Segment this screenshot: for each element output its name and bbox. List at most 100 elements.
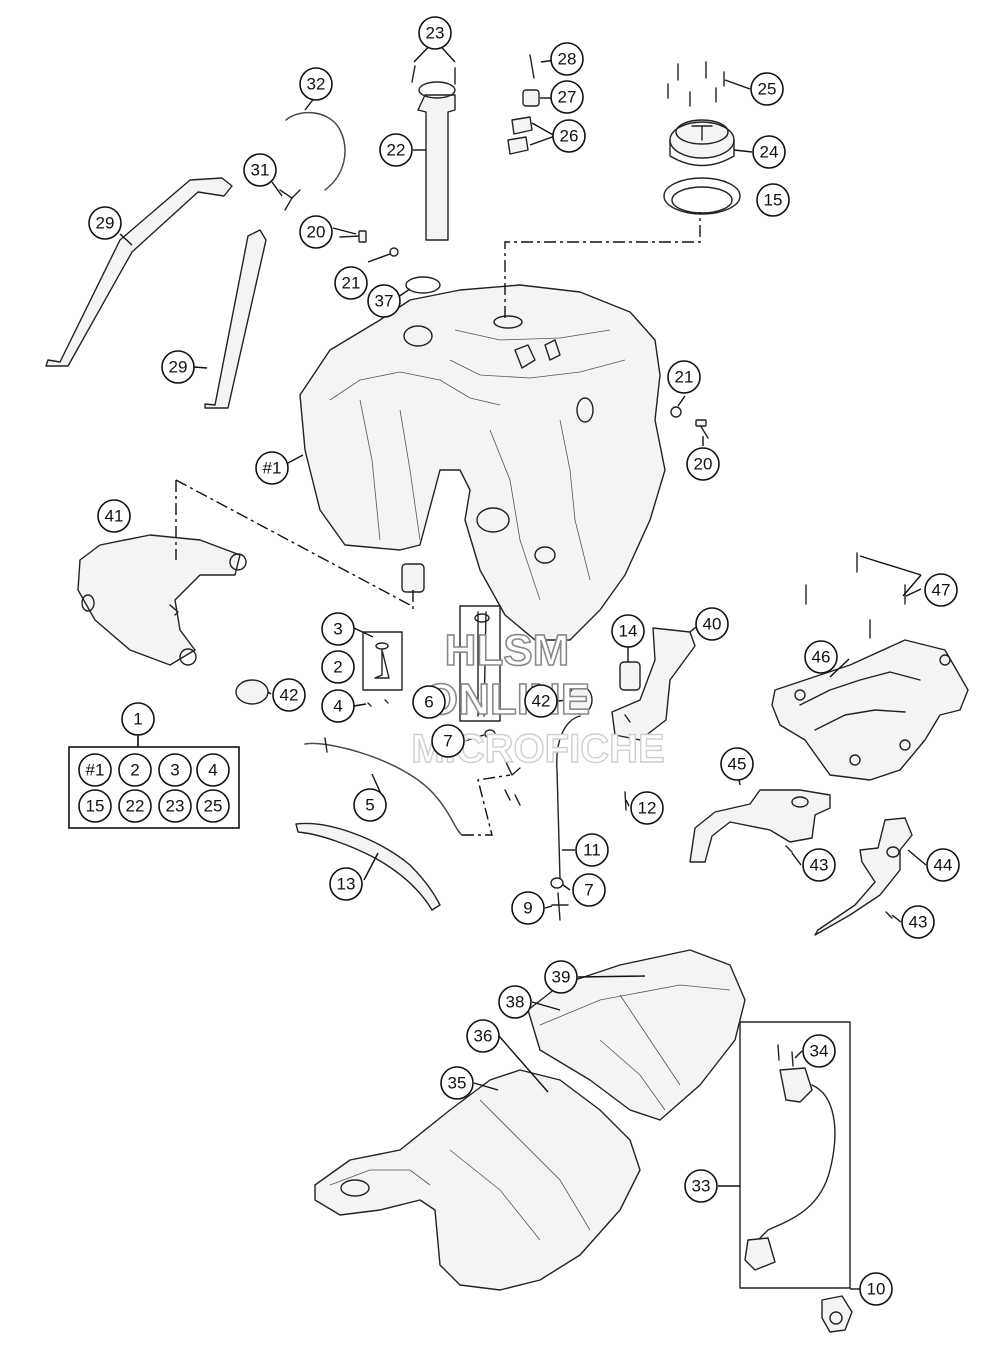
svg-text:29: 29 — [96, 214, 115, 233]
callout-21-left: 21 — [334, 266, 368, 300]
svg-text:22: 22 — [387, 141, 406, 160]
callout-6: 6 — [412, 685, 446, 719]
svg-text:23: 23 — [426, 24, 445, 43]
svg-text:36: 36 — [474, 1027, 493, 1046]
grab-handle-left — [689, 789, 831, 863]
svg-text:23: 23 — [166, 797, 185, 816]
callout-26: 26 — [552, 119, 586, 153]
callout-36: 36 — [466, 1019, 500, 1053]
svg-text:10: 10 — [867, 1280, 886, 1299]
svg-text:11: 11 — [583, 841, 601, 860]
kit-item: 2 — [118, 753, 152, 787]
kit-item: 22 — [118, 789, 152, 823]
svg-text:4: 4 — [333, 697, 342, 716]
svg-text:39: 39 — [552, 968, 571, 987]
svg-text:20: 20 — [307, 223, 326, 242]
fuel-sender-group — [362, 631, 403, 707]
callout-47: 47 — [924, 573, 958, 607]
svg-text:1: 1 — [133, 710, 142, 729]
svg-text:42: 42 — [532, 692, 551, 711]
side-trim-panel — [295, 822, 441, 911]
callout-14: 14 — [611, 614, 645, 648]
kit-item: 15 — [78, 789, 112, 823]
y-connector — [279, 189, 301, 211]
callout-38: 38 — [498, 985, 532, 1019]
filler-cap — [669, 119, 735, 167]
svg-text:7: 7 — [584, 881, 593, 900]
callout-33: 33 — [684, 1169, 718, 1203]
callout-45: 45 — [720, 747, 754, 781]
callout-2: 2 — [321, 650, 355, 684]
rider-seat — [314, 1069, 641, 1291]
seat-lock-assembly — [739, 1021, 851, 1289]
callout-44: 44 — [926, 848, 960, 882]
svg-text:41: 41 — [105, 507, 124, 526]
svg-text:46: 46 — [812, 648, 831, 667]
svg-text:31: 31 — [251, 161, 270, 180]
kit-item: 3 — [158, 753, 192, 787]
svg-text:15: 15 — [764, 191, 783, 210]
svg-text:40: 40 — [703, 615, 722, 634]
svg-text:9: 9 — [523, 899, 532, 918]
svg-text:21: 21 — [675, 368, 694, 387]
callout-labels: 23 28 32 27 25 26 22 24 31 15 29 20 21 3… — [78, 16, 960, 1306]
heat-shield — [77, 534, 247, 666]
kit-item: 23 — [158, 789, 192, 823]
svg-text:4: 4 — [208, 761, 217, 780]
cap-screws — [667, 61, 725, 107]
rear-seat — [527, 949, 746, 1121]
svg-text:33: 33 — [692, 1177, 711, 1196]
callout-41: 41 — [97, 499, 131, 533]
svg-text:#1: #1 — [86, 761, 105, 780]
callout-32: 32 — [299, 67, 333, 101]
callout-34: 34 — [802, 1034, 836, 1068]
callout-24: 24 — [752, 135, 786, 169]
rack-bolts — [805, 552, 906, 639]
drain-fitting — [551, 892, 569, 921]
drain-hose-long — [45, 177, 233, 367]
bolt-washer-left — [339, 230, 399, 257]
svg-text:25: 25 — [758, 80, 777, 99]
svg-text:42: 42 — [280, 686, 299, 705]
svg-text:3: 3 — [333, 620, 342, 639]
fuel-tank — [299, 284, 666, 641]
svg-text:26: 26 — [560, 127, 579, 146]
svg-text:35: 35 — [448, 1074, 467, 1093]
svg-text:47: 47 — [932, 581, 951, 600]
svg-text:43: 43 — [909, 913, 928, 932]
callout-35: 35 — [440, 1066, 474, 1100]
hose-clip-lower — [550, 877, 564, 889]
luggage-rack — [771, 639, 969, 781]
callout-29-upper: 29 — [88, 206, 122, 240]
callout-7-upper: 7 — [431, 724, 465, 758]
o-ring — [405, 276, 441, 294]
callout-1: 1 — [121, 702, 155, 736]
callout-20-right: 20 — [686, 447, 720, 481]
grab-handle-right — [814, 817, 913, 936]
svg-text:37: 37 — [375, 292, 394, 311]
callout-23: 23 — [418, 16, 452, 50]
callout-12: 12 — [630, 791, 664, 825]
svg-text:2: 2 — [130, 761, 139, 780]
svg-text:3: 3 — [170, 761, 179, 780]
cap-mounting-ring — [663, 177, 741, 215]
callout-27: 27 — [550, 80, 584, 114]
svg-text:#1: #1 — [263, 459, 282, 478]
callout-7-lower: 7 — [572, 873, 606, 907]
svg-text:24: 24 — [760, 143, 779, 162]
callout-22: 22 — [379, 133, 413, 167]
fuel-pipe — [304, 737, 521, 836]
callout-43-lower: 43 — [901, 905, 935, 939]
callout-46: 46 — [804, 640, 838, 674]
callout-31: 31 — [243, 153, 277, 187]
svg-text:15: 15 — [86, 797, 105, 816]
callout-13: 13 — [329, 867, 363, 901]
drain-hose-short — [204, 229, 267, 409]
kit-item: #1 — [78, 753, 112, 787]
kit-item: 4 — [196, 753, 230, 787]
svg-text:28: 28 — [558, 50, 577, 69]
kit-item: 25 — [196, 789, 230, 823]
callout-42-left: 42 — [272, 678, 306, 712]
callout-43-upper: 43 — [802, 848, 836, 882]
